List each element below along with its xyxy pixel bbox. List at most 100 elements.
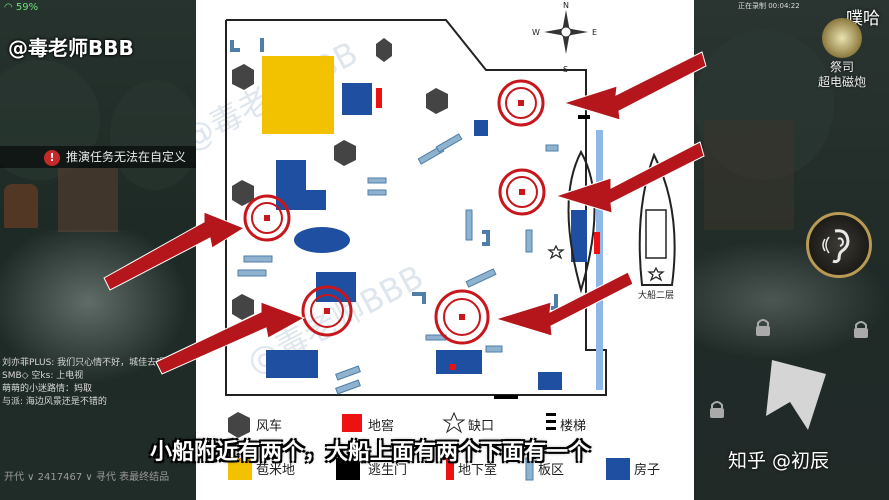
board [545,144,559,152]
legend-gap-label: 缺口 [468,419,494,434]
role-name-line1: 祭司 [829,60,854,74]
big-ship-second-floor: 大船二层 [638,152,676,301]
house [538,372,562,390]
house [266,350,318,378]
red-arrow [562,51,707,121]
right-game-view [694,0,889,500]
board-areas [237,133,559,395]
legend-house-swatch [606,458,630,480]
zhihu-watermark: 知乎 @初辰 [728,450,830,472]
board [243,255,273,263]
board [465,268,497,288]
red-arrows [103,51,707,375]
legend-board-swatch [525,457,534,481]
board [485,345,503,353]
legend-cornfield-swatch [228,458,252,480]
lock-icon [706,398,728,424]
shed-building [58,168,118,232]
cellar-markers [376,88,600,370]
compass-w: W [532,28,540,37]
house [294,227,350,253]
role-name: 祭司 超电磁炮 [802,60,882,90]
wall [482,230,490,246]
chat-line: SMB◇ 空ks: 上电视 [2,371,84,381]
bottom-tags: 开代 ∨ 2417467 ∨ 寻代 表最终结品 [4,472,170,483]
board [335,365,361,381]
cellar [376,88,382,108]
windmill [426,88,448,114]
map-boundary [225,19,607,396]
legend-exit-label: 逃生门 [368,463,407,478]
battery-text: 59% [15,2,39,13]
wall [412,292,426,304]
ear-skill-button[interactable] [806,212,872,278]
legend-board-label: 板区 [538,463,564,478]
windmill [232,64,254,90]
target-circle [497,79,545,127]
survivor-character [4,184,38,228]
legend-stairs-swatch [546,413,556,430]
chat-line: 与派: 海边风景还是不错的 [2,397,107,407]
map-image: @毒老师BBB @毒老师BBB [196,0,694,500]
status-bar: ◠ 59% [4,2,38,13]
wooden-structure [704,120,794,230]
compass-s: S [563,65,568,74]
wall [230,40,240,52]
task-warning-text: 推演任务无法在自定义 [66,150,187,164]
board [335,379,361,395]
board [435,133,463,153]
legend-cellar-label: 地窖 [368,418,394,434]
compass-n: N [563,1,569,10]
legend-cornfield-label: 苞米地 [256,463,295,478]
red-arrow [155,301,306,375]
windmill [232,180,254,206]
house [436,350,482,374]
house [342,83,372,115]
legend-exit-swatch [336,458,360,480]
windmills [232,38,448,320]
house [474,120,488,136]
lock-icon [850,318,872,344]
board [237,269,267,277]
gap-markers [547,244,665,282]
subtitle-caption: 小船附近有两个，大船上面有两个下面有一个 [150,440,591,465]
gap-star [547,244,565,260]
windmill [232,294,254,320]
chat-line: 刘亦菲PLUS: 我们只心情不好，城佳去喝酒 [2,358,175,368]
warning-icon: ! [44,150,60,166]
exit-door [494,395,518,399]
water-strip [596,130,603,390]
ear-icon [822,229,850,264]
lock-icon [752,316,774,342]
cellar [594,232,600,254]
red-arrow [103,211,246,291]
legend-stairs-label: 楼梯 [560,419,586,434]
legend: 风车 地窖 缺口 楼梯 苞米地 逃生门 地下室 板区 房子 [228,411,660,481]
board [525,229,533,253]
compass-e: E [592,28,597,37]
left-game-view: ◠ 59% @毒老师BBB ! 推演任务无法在自定义 刘亦菲PLUS: 我们只心情… [0,0,196,500]
house [571,210,587,262]
recording-status: 正在录制 00:04:22 [738,2,800,10]
board [465,209,473,241]
legend-gap-swatch [442,411,466,434]
red-arrow [494,271,634,337]
streamer-watermark: @毒老师BBB [8,36,134,60]
gap-star [647,266,665,282]
legend-windmill-label: 风车 [256,418,282,434]
board [367,189,387,196]
role-portrait-icon[interactable] [822,18,862,58]
house [306,190,326,210]
windmill [376,38,392,62]
tree-silhouette [110,80,196,190]
chat-line: 萌萌的小迷路情：妈取 [2,384,93,394]
legend-cellar-swatch [342,414,362,432]
wifi-icon: ◠ [4,2,13,13]
target-circles [243,79,546,345]
board [367,177,387,184]
legend-house-label: 房子 [634,462,660,478]
big-ship-label: 大船二层 [638,289,674,301]
cornfield-area [262,56,334,134]
compass-rose: N S E W [532,1,597,74]
